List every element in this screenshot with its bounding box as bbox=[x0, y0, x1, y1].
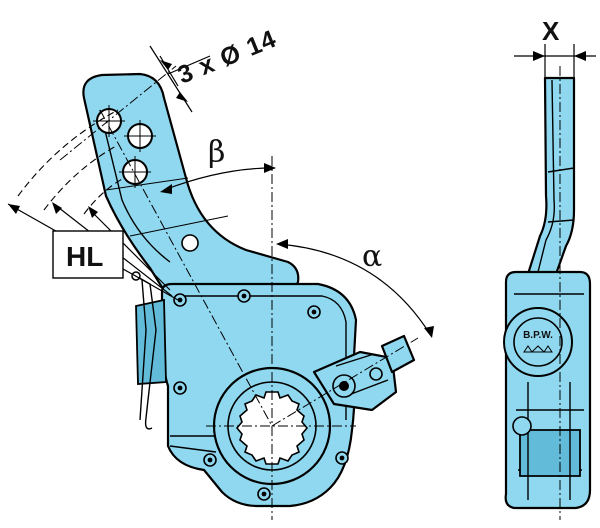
bolt bbox=[203, 453, 217, 467]
bolt bbox=[237, 289, 251, 303]
badge-text: B.P.W. bbox=[523, 330, 553, 341]
housing-bolts bbox=[173, 289, 349, 501]
hl-label-box: HL bbox=[52, 230, 124, 279]
holes-dimension-label: 3 x Ø 14 bbox=[174, 25, 281, 90]
bolt bbox=[173, 381, 187, 395]
bolt bbox=[257, 487, 271, 501]
center-lines bbox=[59, 65, 419, 520]
alpha-angle-marker bbox=[276, 239, 434, 338]
brand-badge: B.P.W. bbox=[503, 307, 573, 377]
lever-arm-ridge bbox=[99, 109, 171, 263]
bolt bbox=[307, 305, 321, 319]
holes-dimension-lines bbox=[149, 45, 211, 113]
lever-hole bbox=[181, 234, 199, 252]
beta-angle-marker bbox=[160, 163, 276, 194]
side-view: B.P.W. X bbox=[503, 16, 596, 520]
side-pin bbox=[512, 416, 532, 436]
housing-lower-rib bbox=[169, 435, 217, 453]
hl-radius-arcs bbox=[17, 109, 125, 215]
beta-label: β bbox=[208, 135, 225, 170]
side-lever bbox=[526, 76, 576, 276]
x-dimension: X bbox=[514, 16, 596, 520]
bolt bbox=[335, 451, 349, 465]
retaining-clip bbox=[131, 271, 157, 430]
bolt bbox=[173, 293, 187, 307]
lever-arm-section-line-2 bbox=[129, 215, 229, 237]
hl-label: HL bbox=[66, 241, 103, 272]
lever-arm-section-line bbox=[105, 177, 189, 191]
adjuster-mechanism bbox=[312, 334, 416, 412]
x-label: X bbox=[542, 16, 560, 46]
housing-cover-line bbox=[178, 295, 347, 420]
front-view: 3 x Ø 14 β α HL bbox=[7, 25, 434, 520]
alpha-label: α bbox=[362, 239, 382, 274]
